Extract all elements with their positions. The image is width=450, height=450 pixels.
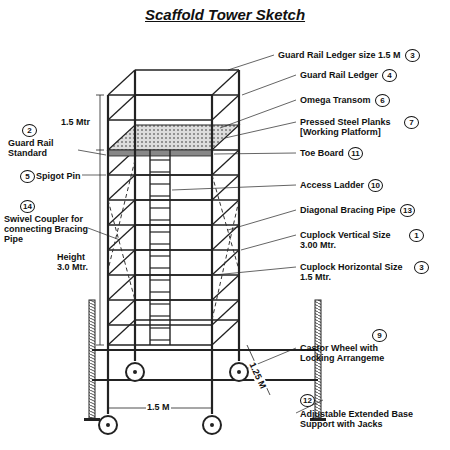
callout-number: 12 — [300, 394, 315, 407]
callout-number: 7 — [404, 116, 419, 129]
part-label: Guard Rail Ledger — [300, 70, 378, 80]
part-label: Diagonal Bracing Pipe — [300, 205, 396, 215]
part-label: Castor Wheel with Locking Arrangeme — [300, 343, 410, 363]
callout-number: 4 — [382, 69, 397, 82]
part-label: Omega Transom — [300, 95, 371, 105]
callout-number: 6 — [375, 94, 390, 107]
callout-number: 9 — [372, 329, 387, 342]
part-label: Swivel Coupler for connecting Bracing Pi… — [4, 214, 88, 244]
part-label: Adjustable Extended Base Support with Ja… — [300, 409, 440, 429]
part-label: Access Ladder — [300, 180, 364, 190]
part-label: Guard Rail Standard — [8, 138, 76, 158]
callout-number: 2 — [22, 124, 37, 137]
part-label: Cuplock Horizontal Size 1.5 Mtr. — [300, 262, 410, 282]
callout-number: 14 — [20, 200, 35, 213]
dimension-label: 1.25 M — [247, 360, 269, 391]
part-label: Guard Rail Ledger size 1.5 M — [278, 50, 401, 60]
part-label: Pressed Steel Planks [Working Platform] — [300, 117, 400, 137]
callout-number: 11 — [348, 147, 363, 160]
callout-number: 10 — [368, 179, 383, 192]
dimension-label: 1.5 M — [146, 402, 171, 412]
dimension-label: 1.5 Mtr — [60, 117, 91, 127]
callout-number: 5 — [20, 170, 35, 183]
callout-number: 3 — [405, 49, 420, 62]
dimension-label: Height 3.0 Mtr. — [56, 252, 96, 272]
part-label: Cuplock Vertical Size 3.00 Mtr. — [300, 230, 405, 250]
callout-number: 3 — [414, 261, 429, 274]
callout-number: 1 — [409, 229, 424, 242]
diagram-title: Scaffold Tower Sketch — [145, 6, 305, 23]
callout-number: 13 — [400, 204, 415, 217]
part-label: Toe Board — [300, 148, 344, 158]
part-label: Spigot Pin — [36, 171, 81, 181]
